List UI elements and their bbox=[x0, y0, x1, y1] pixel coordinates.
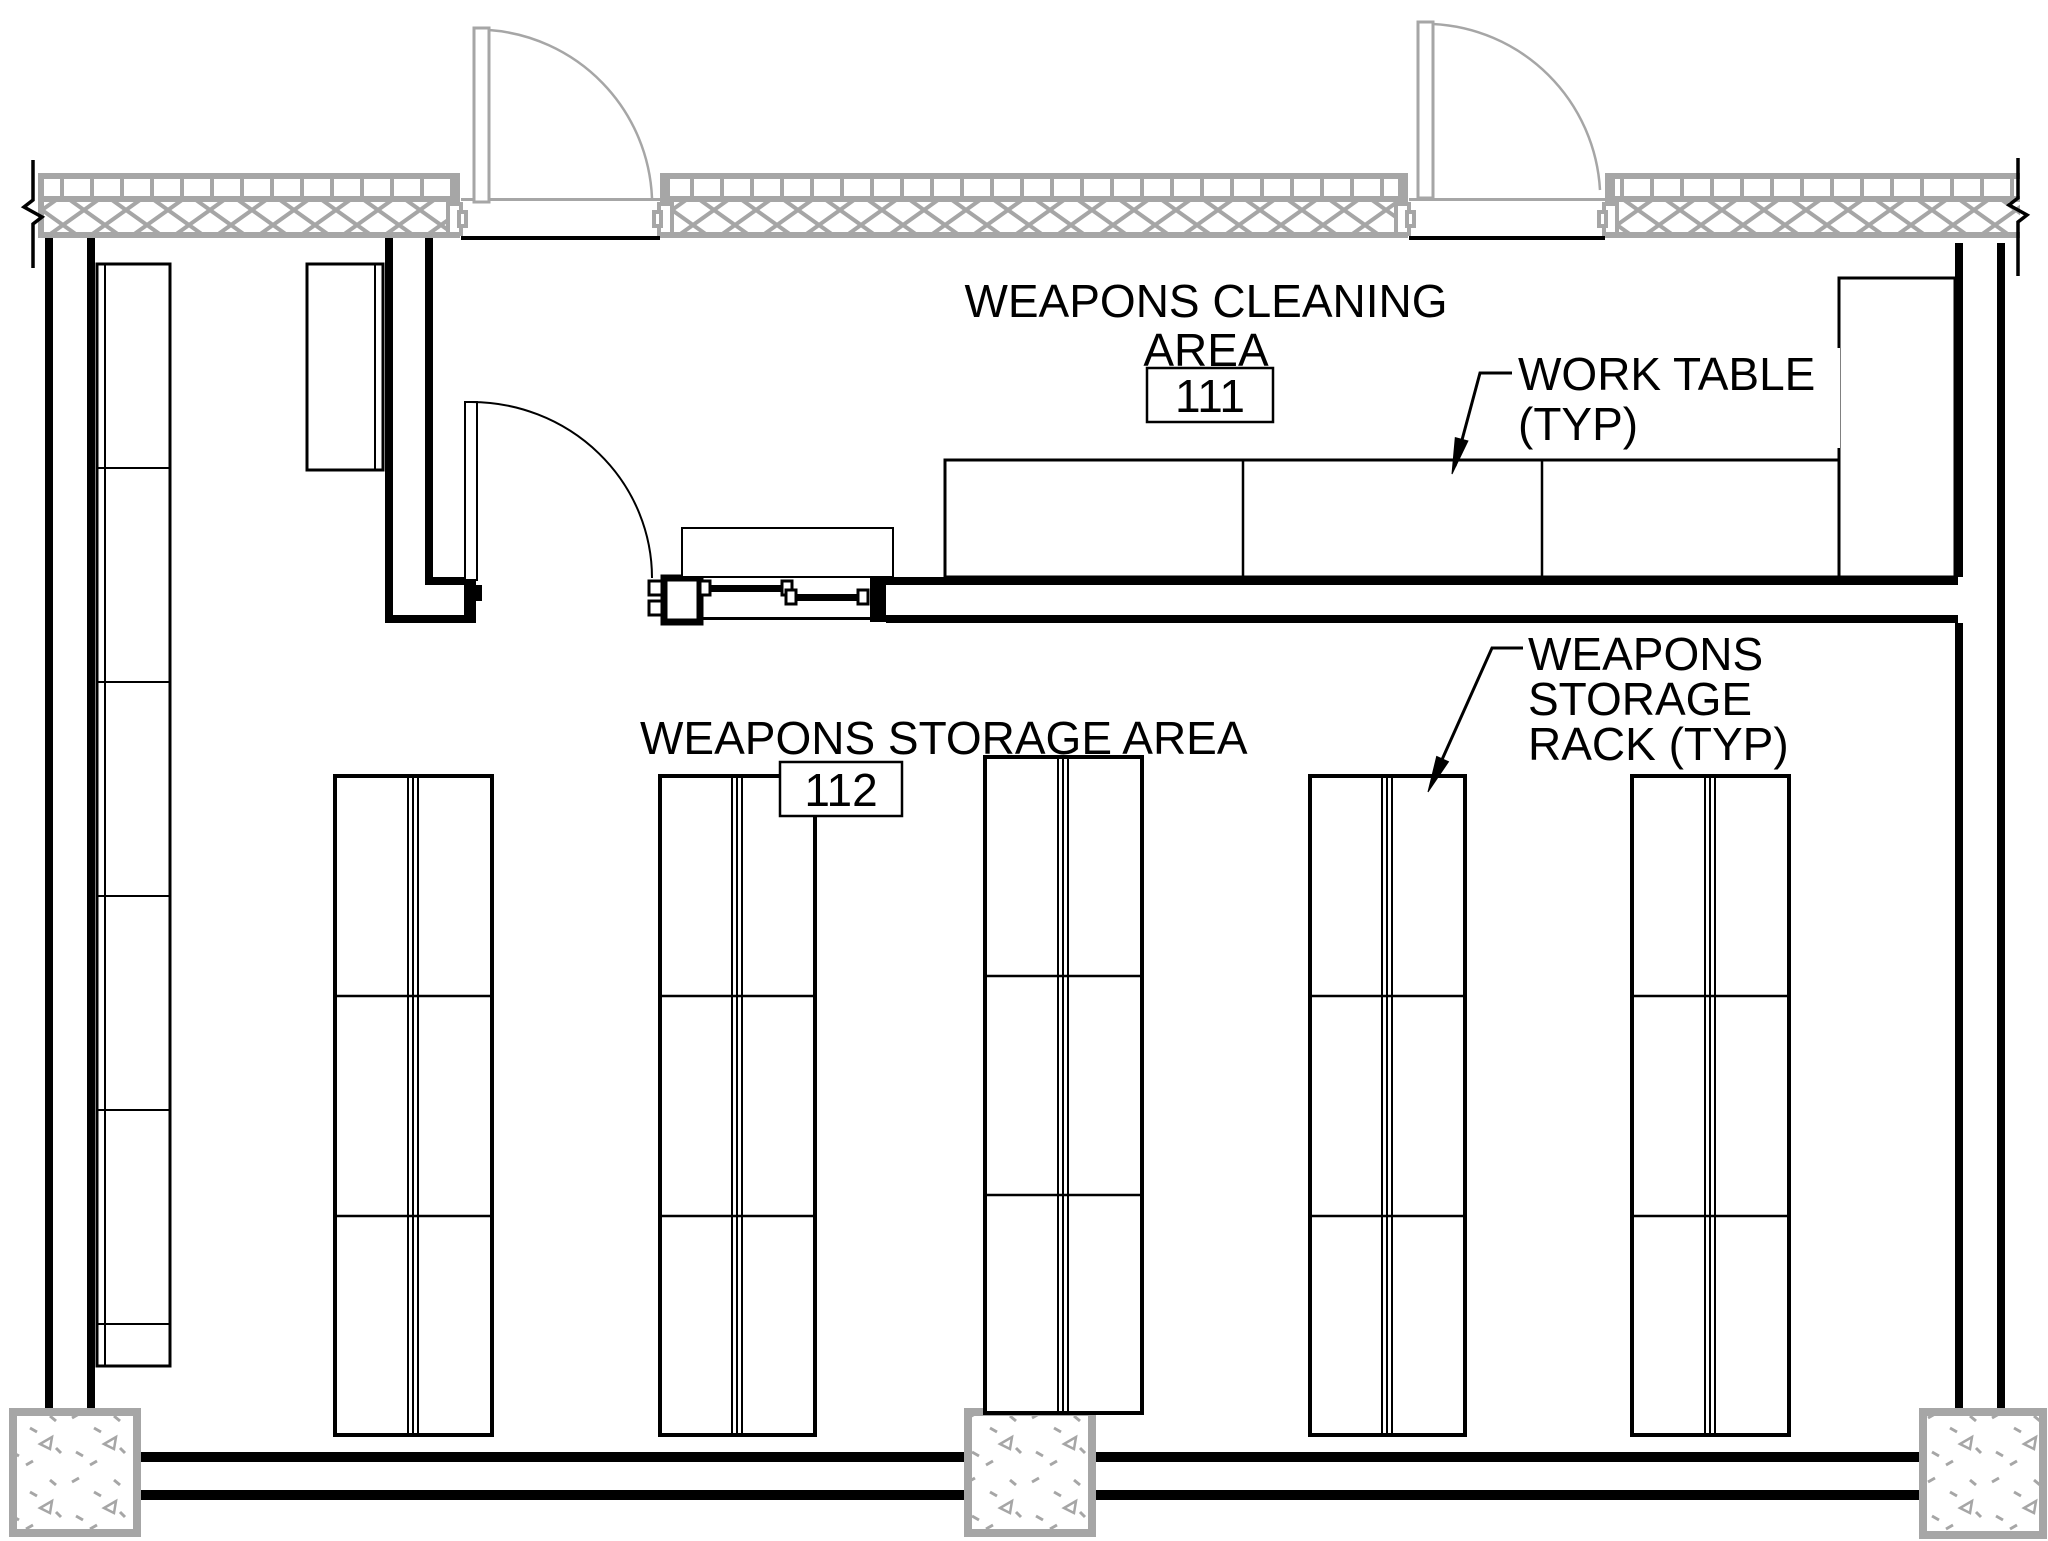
room-label-111: WEAPONS CLEANING AREA 111 bbox=[964, 275, 1448, 424]
concrete-column-right bbox=[1919, 1408, 2047, 1539]
door-1-threshold-line bbox=[461, 236, 660, 240]
exterior-door-2 bbox=[1416, 20, 1602, 200]
weapons-storage-rack-5 bbox=[1630, 774, 1791, 1437]
work-table-leader-line bbox=[1453, 371, 1512, 467]
work-table-run bbox=[943, 458, 1841, 579]
storage-rack-callout-line-3: RACK (TYP) bbox=[1528, 718, 1789, 770]
storage-rack-callout-line-1: WEAPONS bbox=[1528, 628, 1763, 680]
work-table-leader-arrowhead bbox=[1451, 436, 1469, 475]
concrete-column-left bbox=[9, 1408, 141, 1537]
interior-door bbox=[464, 401, 653, 581]
room-111-name-line-1: WEAPONS CLEANING bbox=[964, 275, 1447, 327]
wall-break-mark-right bbox=[2005, 158, 2031, 276]
exterior-door-1 bbox=[472, 26, 654, 204]
sliding-door-header bbox=[681, 527, 894, 578]
exterior-door-2-swing-arc bbox=[1432, 22, 1602, 191]
room-112-number: 112 bbox=[804, 764, 877, 816]
sliding-door-track-front bbox=[790, 594, 868, 601]
weapons-storage-rack-1 bbox=[333, 774, 494, 1437]
storage-rack-leader-arrowhead bbox=[1427, 755, 1450, 793]
rack-label-mask bbox=[1518, 625, 1833, 770]
exterior-door-1-leaf bbox=[472, 26, 491, 204]
exterior-wall-right bbox=[1955, 243, 2005, 1412]
exterior-door-1-swing-arc bbox=[488, 28, 654, 199]
exterior-wall-top-segment-1 bbox=[38, 173, 460, 238]
weapons-storage-rack-2 bbox=[658, 774, 817, 1437]
sliding-door-track-rear bbox=[702, 585, 790, 592]
interior-door-swing-arc bbox=[470, 401, 653, 579]
sliding-door-right-post bbox=[870, 578, 886, 622]
door-jambs bbox=[446, 202, 1619, 236]
sliding-door bbox=[647, 574, 886, 626]
work-table-callout-line-1: WORK TABLE bbox=[1518, 348, 1815, 400]
interior-door-leaf bbox=[464, 401, 478, 581]
exterior-wall-bottom bbox=[137, 1452, 1923, 1500]
work-table-counter bbox=[943, 276, 1957, 579]
door-2-sill-line bbox=[1409, 198, 1605, 201]
concrete-columns bbox=[9, 1408, 2047, 1539]
room-111-number-box bbox=[1145, 366, 1275, 424]
work-table-callout-line-2: (TYP) bbox=[1518, 398, 1638, 450]
exterior-door-2-leaf bbox=[1416, 20, 1435, 200]
exterior-wall-top-segment-2 bbox=[660, 173, 1408, 238]
storage-rack-callout: WEAPONS STORAGE RACK (TYP) bbox=[1528, 628, 1789, 770]
room-111-number: 111 bbox=[1175, 370, 1245, 422]
weapons-storage-rack-3 bbox=[983, 755, 1144, 1415]
work-table-callout: WORK TABLE (TYP) bbox=[1518, 348, 1815, 450]
interior-partition-wall bbox=[385, 238, 482, 623]
leader-lines bbox=[1427, 371, 1523, 793]
room-label-112: WEAPONS STORAGE AREA 112 bbox=[640, 712, 1248, 818]
concrete-column-center bbox=[964, 1408, 1096, 1537]
storage-rack-callout-line-2: STORAGE bbox=[1528, 673, 1752, 725]
storage-rack-leader-line bbox=[1430, 646, 1523, 783]
work-table-label-mask bbox=[1510, 348, 1840, 448]
exterior-wall-top-segment-3 bbox=[1605, 173, 2020, 238]
weapons-storage-racks bbox=[333, 755, 1791, 1437]
door-1-sill-line bbox=[461, 198, 660, 201]
exterior-wall-top bbox=[38, 173, 2020, 240]
work-table-right bbox=[1837, 276, 1957, 579]
wall-break-mark-left bbox=[20, 160, 46, 268]
room-112-number-box bbox=[778, 760, 904, 818]
sliding-door-sill bbox=[700, 617, 870, 620]
left-wall-rack bbox=[95, 262, 172, 1368]
interior-wall-east bbox=[886, 577, 1958, 623]
wall-cabinet bbox=[305, 262, 385, 472]
door-2-threshold-line bbox=[1409, 236, 1605, 240]
exterior-wall-left bbox=[45, 238, 95, 1412]
room-112-name: WEAPONS STORAGE AREA bbox=[640, 712, 1248, 764]
weapons-storage-rack-4 bbox=[1308, 774, 1467, 1437]
sliding-door-left-post bbox=[660, 574, 704, 626]
